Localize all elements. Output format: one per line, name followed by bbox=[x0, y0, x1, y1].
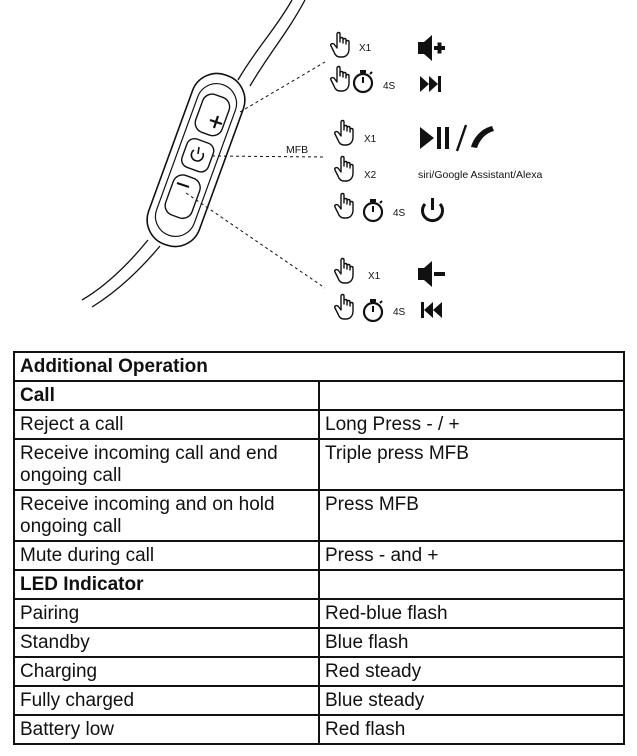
leader-lines bbox=[185, 61, 326, 289]
table-row: Mute during call Press - and + bbox=[13, 540, 625, 571]
hand-press-icon bbox=[334, 119, 354, 146]
remote-power-button bbox=[190, 146, 205, 162]
press-count: X1 bbox=[359, 43, 372, 54]
row-label: Fully charged bbox=[13, 685, 320, 716]
remote-minus-button bbox=[176, 181, 190, 189]
stopwatch-icon bbox=[362, 197, 384, 223]
additional-operation-table: Additional Operation Call Reject a call … bbox=[13, 351, 625, 745]
table-row: Receive incoming call and end ongoing ca… bbox=[13, 438, 625, 491]
table-row: Standby Blue flash bbox=[13, 627, 625, 658]
remote-plus-button bbox=[209, 115, 223, 129]
press-count: X1 bbox=[364, 134, 377, 145]
row-label: Receive incoming call and end ongoing ca… bbox=[13, 438, 320, 491]
table-row: Receive incoming and on hold ongoing cal… bbox=[13, 489, 625, 542]
row-value: Blue flash bbox=[318, 627, 625, 658]
row-value: Press MFB bbox=[318, 489, 625, 542]
next-track-icon bbox=[420, 76, 441, 92]
volume-up-icon bbox=[418, 35, 445, 61]
volume-down-icon bbox=[418, 261, 445, 287]
row-value: Press - and + bbox=[318, 540, 625, 571]
hand-press-icon bbox=[330, 65, 350, 92]
hand-press-icon bbox=[334, 293, 354, 320]
hand-press-icon bbox=[334, 257, 354, 284]
row-label: Receive incoming and on hold ongoing cal… bbox=[13, 489, 320, 542]
press-count: X2 bbox=[364, 170, 377, 181]
earphone-cable bbox=[81, 0, 306, 308]
table-row: Pairing Red-blue flash bbox=[13, 598, 625, 629]
hold-duration: 4S bbox=[393, 307, 406, 318]
row-label: Battery low bbox=[13, 714, 320, 745]
empty-cell bbox=[318, 569, 625, 600]
row-value: Red-blue flash bbox=[318, 598, 625, 629]
hold-duration: 4S bbox=[393, 208, 406, 219]
row-value: Red steady bbox=[318, 656, 625, 687]
stopwatch-icon bbox=[362, 297, 384, 323]
table-row: Battery low Red flash bbox=[13, 714, 625, 745]
row-label: Mute during call bbox=[13, 540, 320, 571]
stopwatch-icon bbox=[352, 68, 374, 94]
hand-press-icon bbox=[334, 155, 354, 182]
mfb-label: MFB bbox=[286, 144, 308, 156]
section-title-led: LED Indicator bbox=[13, 569, 320, 600]
empty-cell bbox=[318, 380, 625, 411]
row-value: Triple press MFB bbox=[318, 438, 625, 491]
table-row: Fully charged Blue steady bbox=[13, 685, 625, 716]
row-value: Red flash bbox=[318, 714, 625, 745]
voice-assistant-label: siri/Google Assistant/Alexa bbox=[418, 169, 542, 181]
press-count: X1 bbox=[368, 271, 381, 282]
inline-remote bbox=[146, 72, 246, 248]
row-label: Standby bbox=[13, 627, 320, 658]
row-value: Long Press - / + bbox=[318, 409, 625, 440]
previous-track-icon bbox=[421, 302, 442, 318]
hand-press-icon bbox=[334, 192, 354, 219]
section-header-row: Call bbox=[13, 380, 625, 411]
row-value: Blue steady bbox=[318, 685, 625, 716]
hold-duration: 4S bbox=[383, 81, 396, 92]
section-title-call: Call bbox=[13, 380, 320, 411]
hand-press-icon bbox=[330, 31, 350, 58]
section-header-row: LED Indicator bbox=[13, 569, 625, 600]
table-title: Additional Operation bbox=[13, 351, 625, 382]
remote-control-diagram: MFB X1 4S X1 X2 siri/Google Assistant/Al… bbox=[81, 0, 542, 323]
row-label: Pairing bbox=[13, 598, 320, 629]
play-pause-answer-icon bbox=[420, 124, 494, 152]
table-row: Charging Red steady bbox=[13, 656, 625, 687]
table-title-row: Additional Operation bbox=[13, 351, 625, 382]
table-row: Reject a call Long Press - / + bbox=[13, 409, 625, 440]
row-label: Reject a call bbox=[13, 409, 320, 440]
row-label: Charging bbox=[13, 656, 320, 687]
power-icon bbox=[421, 198, 444, 223]
